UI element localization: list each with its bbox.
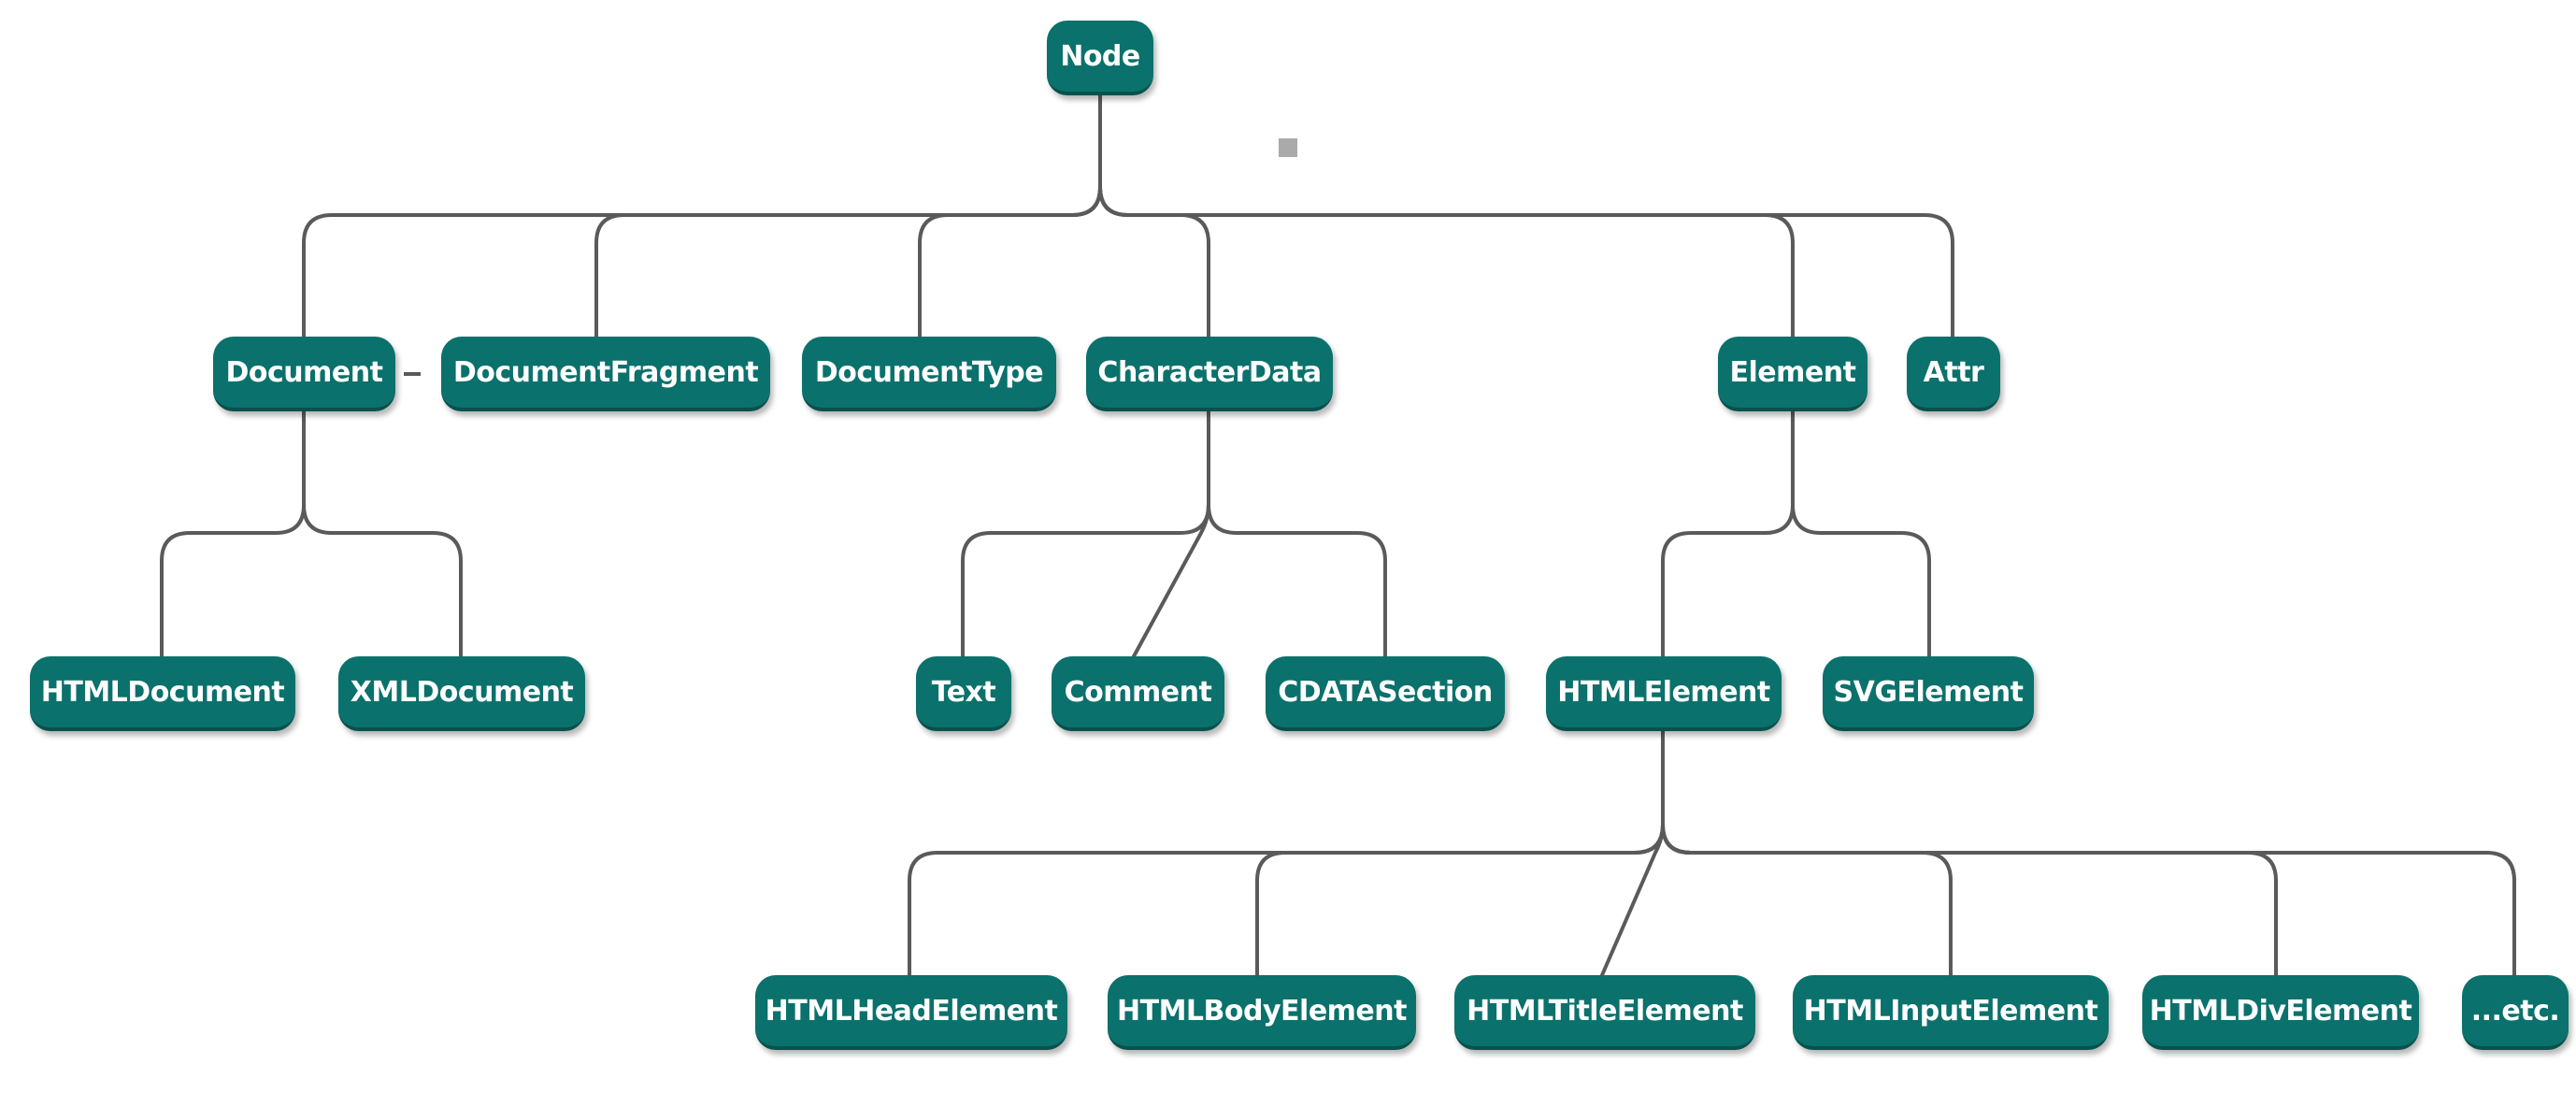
- node-document: Document: [213, 337, 395, 411]
- node-xml-document: XMLDocument: [338, 656, 585, 731]
- edge-html-element-etc: [1661, 823, 2516, 977]
- node-character-data: CharacterData: [1086, 337, 1333, 411]
- square-marker: [1279, 138, 1297, 157]
- edge-node-document-type: [918, 185, 1102, 338]
- node-attr: Attr: [1907, 337, 2000, 411]
- node-html-document: HTMLDocument: [30, 656, 295, 731]
- edge-character-data-text: [961, 410, 1210, 658]
- edge-element-svg-element: [1791, 503, 1931, 658]
- edge-character-data-cdata-section: [1207, 503, 1387, 658]
- node-svg-element: SVGElement: [1823, 656, 2034, 731]
- edge-html-element-body: [1255, 823, 1665, 977]
- node-element: Element: [1718, 337, 1868, 411]
- node-html-title-element: HTMLTitleElement: [1454, 975, 1755, 1050]
- node-etc: ...etc.: [2462, 975, 2569, 1050]
- edge-html-element-input: [1661, 823, 1953, 977]
- edge-document-html-document: [160, 410, 306, 658]
- edge-html-element-div: [1661, 823, 2278, 977]
- node-html-div-element: HTMLDivElement: [2142, 975, 2419, 1050]
- node-document-fragment: DocumentFragment: [441, 337, 770, 411]
- edge-document-xml-document: [302, 503, 463, 658]
- node-node: Node: [1047, 21, 1153, 95]
- edge-node-document-fragment: [594, 185, 1102, 338]
- node-cdata-section: CDATASection: [1266, 656, 1505, 731]
- node-html-input-element: HTMLInputElement: [1793, 975, 2109, 1050]
- edge-node-attr: [1098, 185, 1954, 338]
- edge-node-element: [1098, 185, 1795, 338]
- edge-element-html-element: [1661, 410, 1795, 658]
- node-html-head-element: HTMLHeadElement: [755, 975, 1067, 1050]
- node-html-element: HTMLElement: [1546, 656, 1782, 731]
- node-comment: Comment: [1052, 656, 1224, 731]
- node-document-type: DocumentType: [802, 337, 1056, 411]
- node-html-body-element: HTMLBodyElement: [1108, 975, 1416, 1050]
- edge-node-character-data: [1098, 185, 1210, 338]
- node-text: Text: [916, 656, 1011, 731]
